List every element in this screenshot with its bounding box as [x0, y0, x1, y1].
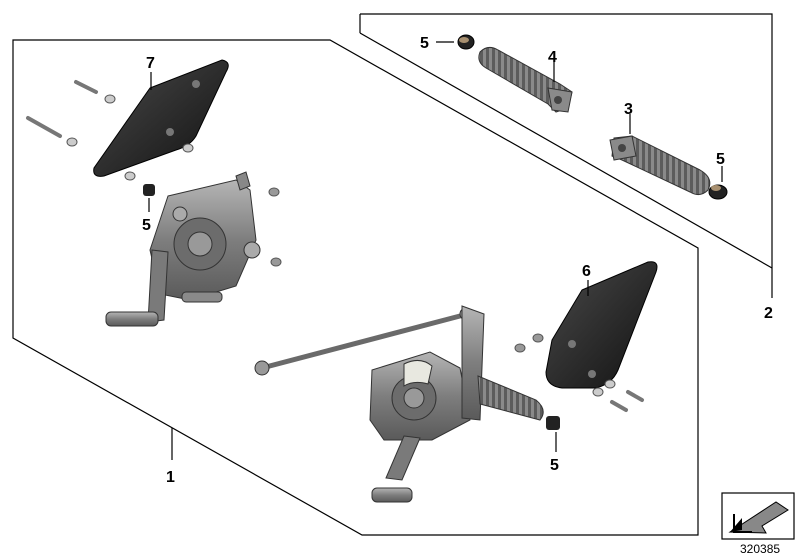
callout-1: 1 [166, 469, 175, 486]
plate-hole [568, 340, 576, 348]
group-frame-2-bottom [359, 32, 773, 269]
heel-guard-plate-7 [93, 59, 229, 177]
callout-7: 7 [146, 55, 155, 72]
washer [604, 379, 616, 389]
footpeg-3 [609, 135, 711, 196]
washer [592, 387, 604, 397]
plate-hole [588, 370, 596, 378]
callout-2: 2 [764, 305, 773, 322]
callout-5: 5 [420, 35, 429, 52]
rearset-assembly-right [369, 305, 544, 503]
callout-5: 5 [550, 457, 559, 474]
nut [532, 333, 544, 343]
callout-5: 5 [142, 217, 151, 234]
bolt-short [610, 390, 644, 412]
rubber-cap [546, 416, 560, 430]
callout-3: 3 [624, 101, 633, 118]
nut [268, 187, 280, 197]
group-frame-2 [360, 13, 773, 268]
direction-arrow-icon [721, 492, 795, 540]
group-frame-1 [12, 39, 699, 536]
footpeg-4 [478, 46, 573, 113]
bolt-short [74, 80, 116, 104]
nut [514, 343, 526, 353]
rubber-cap [143, 184, 155, 196]
callout-5: 5 [716, 151, 725, 168]
washer [124, 171, 136, 181]
rubber-cap-top [711, 185, 721, 191]
rearset-assembly-left [105, 171, 261, 327]
washer [182, 143, 194, 153]
callout-4: 4 [548, 49, 557, 66]
document-number: 320385 [740, 542, 780, 556]
nut [270, 257, 282, 267]
callout-6: 6 [582, 263, 591, 280]
heel-guard-plate-6 [545, 261, 658, 389]
plate-hole [192, 80, 200, 88]
plate-hole [166, 128, 174, 136]
bolt-long [26, 116, 78, 147]
rubber-cap-top [459, 37, 469, 43]
